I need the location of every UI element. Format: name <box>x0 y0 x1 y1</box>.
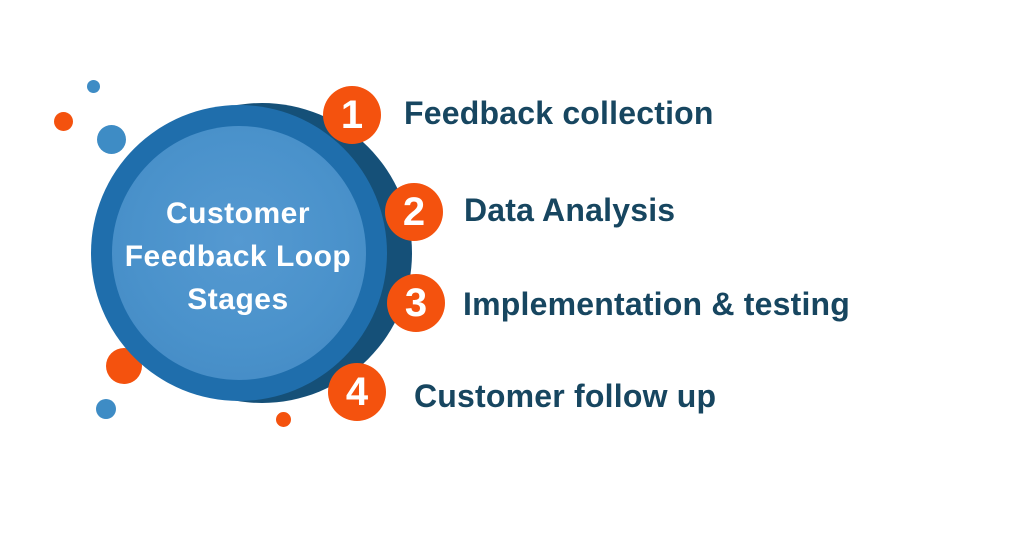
top-small-blue-dot <box>87 80 100 93</box>
stage-1-label: Feedback collection <box>404 95 714 131</box>
hub-title-line-1: Customer <box>165 197 311 230</box>
stage-3-number: 3 <box>404 280 428 325</box>
stage-2-number-badge: 2 <box>385 183 443 241</box>
stage-1-number-badge: 1 <box>323 86 381 144</box>
stage-3-label: Implementation & testing <box>463 286 851 322</box>
stage-2-number: 2 <box>402 189 426 234</box>
stage-4-number-badge: 4 <box>328 363 386 421</box>
stage-3-number-badge: 3 <box>387 274 445 332</box>
hub-title-line-3: Stages <box>187 283 289 316</box>
hub-title: Customer Feedback Loop Stages <box>98 192 378 321</box>
stage-1-number: 1 <box>340 92 364 137</box>
bottom-small-blue-dot <box>96 399 116 419</box>
stage-4-number: 4 <box>345 369 369 414</box>
hub-title-line-2: Feedback Loop <box>124 240 352 273</box>
hub-inner-circle <box>112 126 366 380</box>
stage-4-label: Customer follow up <box>414 378 717 414</box>
bottom-small-orange-dot <box>276 412 291 427</box>
left-orange-dot <box>54 112 73 131</box>
topleft-medium-blue-dot <box>97 125 126 154</box>
stage-2-label: Data Analysis <box>464 192 676 228</box>
